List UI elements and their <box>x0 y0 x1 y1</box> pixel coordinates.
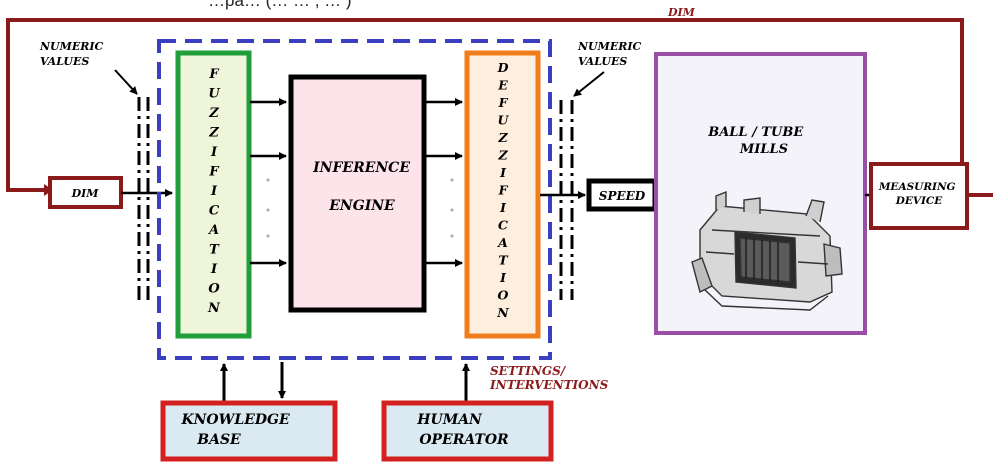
numeric-values-left-label: NUMERIC VALUES <box>39 40 107 68</box>
defuzzification-block <box>464 50 541 339</box>
inference-to-defuzz-arrows <box>425 98 463 267</box>
defuzzification_letters-letter: N <box>496 305 509 320</box>
dim-feedback-label: DIM <box>667 6 696 19</box>
defuzzification_letters-letter: U <box>498 113 510 128</box>
numeric-output-bar <box>559 100 574 300</box>
fuzzification_letters-letter: C <box>209 204 220 219</box>
fuzzification_letters-letter: N <box>207 301 221 316</box>
defuzzification_letters-letter: Z <box>497 148 508 163</box>
fuzzification-block <box>175 50 252 339</box>
fuzzification_letters-letter: I <box>210 145 218 160</box>
fuzzification_letters-letter: F <box>208 67 219 82</box>
knowledge-base-box <box>160 400 338 462</box>
fuzzification_letters-letter: U <box>208 87 220 102</box>
defuzzification_letters-letter: F <box>498 183 509 198</box>
fuzzification_letters-letter: O <box>208 282 220 297</box>
speed-label: SPEED <box>599 189 646 203</box>
measuring-device-box <box>869 162 969 230</box>
fuzzification_letters-letter: Z <box>208 106 219 121</box>
mill-label: BALL / TUBE MILLS <box>707 125 808 157</box>
numeric-left-pointer <box>114 69 138 95</box>
defuzzification_letters-letter: I <box>499 270 507 285</box>
fuzz-to-inference-arrows <box>250 98 287 267</box>
inference-engine-block <box>288 74 427 313</box>
fuzzy-controller-boundary <box>157 39 552 360</box>
defuzzification_letters-letter: C <box>498 218 508 233</box>
ball-mill-illustration <box>691 190 843 311</box>
defuzzification_letters-letter: E <box>497 78 508 93</box>
fuzz-ellipsis-dots <box>266 178 270 238</box>
defuzzification_letters-letter: O <box>498 288 509 303</box>
defuzzification_letters-letter: A <box>497 235 508 250</box>
dim-input-label: DIM <box>71 187 100 200</box>
defuzzification_letters-letter: I <box>499 165 507 180</box>
numeric-input-bar <box>137 97 150 300</box>
speed-box <box>586 178 658 212</box>
knowledge-base-label: KNOWLEDGE BASE <box>180 412 294 448</box>
defuzzification_letters-letter: I <box>499 200 507 215</box>
defuzz-ellipsis-dots <box>450 178 454 238</box>
fuzzification_letters-letter: F <box>208 165 219 180</box>
cropped-header-text: …pa… (… … , … ) <box>208 0 352 10</box>
numeric-right-pointer <box>573 71 605 97</box>
fuzzification_letters-letter: I <box>210 184 218 199</box>
human-operator-box <box>381 400 554 462</box>
fuzzification_letters-letter: T <box>209 243 220 258</box>
numeric-values-right-label: NUMERIC VALUES <box>577 40 645 68</box>
fuzzification_letters-letter: Z <box>208 126 219 141</box>
inference-engine-label: INFERENCE ENGINE <box>312 160 415 214</box>
defuzzification_letters-letter: Z <box>497 130 508 145</box>
defuzzification_letters-letter: T <box>498 253 509 268</box>
fuzzification_letters-letter: I <box>210 262 218 277</box>
human-operator-label: HUMAN OPERATOR <box>416 412 508 448</box>
settings-interventions-label: SETTINGS/ INTERVENTIONS <box>489 364 609 392</box>
defuzzification_letters-letter: D <box>497 60 509 75</box>
measuring-device-label: MEASURING DEVICE <box>878 181 959 207</box>
dim-input-box <box>48 176 123 209</box>
fuzzification_letters-letter: A <box>207 223 219 238</box>
defuzzification_letters-letter: F <box>498 95 509 110</box>
